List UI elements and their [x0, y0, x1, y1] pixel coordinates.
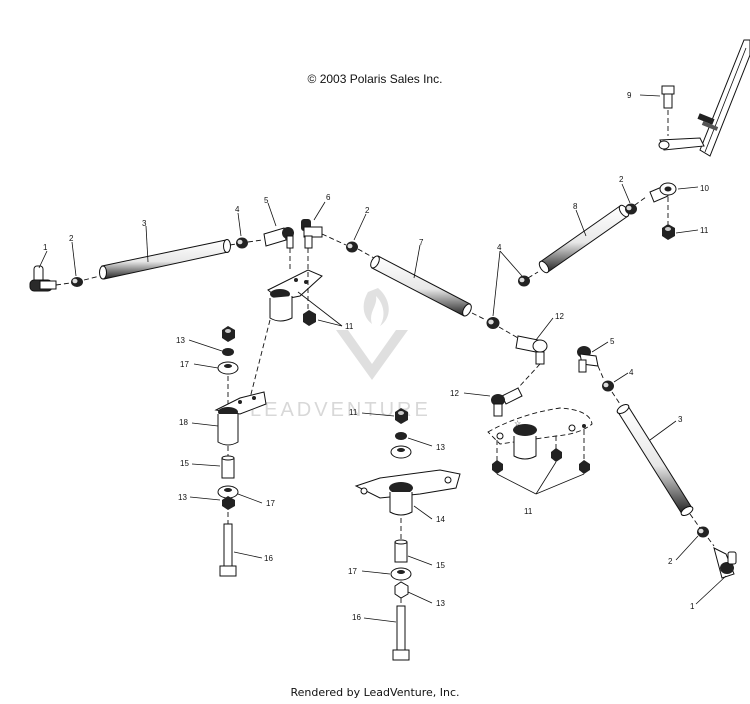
part-bolt-9 [661, 85, 675, 109]
part-bushing-17-upper [217, 361, 239, 375]
callout-13: 13 [178, 493, 187, 502]
part-washer-13-center [395, 432, 407, 440]
part-jam-nut-2d [697, 526, 709, 538]
callout-17: 17 [348, 567, 357, 576]
callout-16: 16 [264, 554, 273, 563]
part-rod-end-12-upper [515, 335, 548, 365]
callout-11: 11 [700, 226, 709, 235]
callout-12: 12 [555, 312, 564, 321]
part-bolt-16-center [392, 605, 410, 661]
part-tie-rod-end-right [713, 547, 737, 579]
callout-11: 11 [524, 507, 533, 516]
callout-3: 3 [678, 415, 683, 424]
part-rod-end-10 [649, 182, 677, 203]
part-center-tie-rod [370, 255, 472, 317]
callout-4: 4 [235, 205, 240, 214]
part-pitman-arm-upper [267, 269, 323, 322]
callout-15: 15 [180, 459, 189, 468]
callout-7: 7 [419, 238, 424, 247]
callout-11: 11 [349, 408, 358, 417]
callout-16: 16 [352, 613, 361, 622]
callout-18: 18 [179, 418, 188, 427]
part-spacer-15-left [221, 455, 235, 479]
part-locknut-13-upper [222, 326, 235, 342]
callout-9: 9 [627, 91, 632, 100]
callout-12: 12 [450, 389, 459, 398]
part-idler-arm-18 [214, 391, 267, 446]
callout-2: 2 [619, 175, 624, 184]
svg-text:☆: ☆ [514, 419, 521, 428]
watermark-logo: LEADVENTURE [250, 288, 431, 421]
callout-8: 8 [573, 202, 578, 211]
part-tie-rod-end-left [29, 265, 57, 292]
part-steering-column [658, 39, 750, 157]
part-washer-13-center-lower [394, 581, 409, 599]
callout-2: 2 [365, 206, 370, 215]
copyright-notice: © 2003 Polaris Sales Inc. [307, 72, 443, 86]
part-tie-rod-end-6 [301, 219, 323, 249]
part-idler-arm-14 [354, 469, 461, 516]
callout-4: 4 [497, 243, 502, 252]
part-rod-end-12-lower [491, 387, 523, 417]
callout-5: 5 [264, 196, 269, 205]
part-jam-nut-4a [236, 237, 248, 249]
part-locknuts-11-right [492, 448, 590, 474]
callout-2: 2 [69, 234, 74, 243]
part-tie-rod-right-upper [538, 204, 630, 274]
callout-14: 14 [436, 515, 445, 524]
part-jam-nut-2c [625, 203, 637, 215]
part-washer-13-lower [222, 496, 235, 510]
part-tie-rod-end-5b [577, 346, 599, 373]
callout-2: 2 [668, 557, 673, 566]
part-bushing-17-center [390, 445, 412, 459]
part-bolt-16-left [219, 523, 237, 577]
callout-3: 3 [142, 219, 147, 228]
part-jam-nut-4c [602, 380, 614, 392]
callout-5: 5 [610, 337, 615, 346]
callout-4: 4 [629, 368, 634, 377]
callout-15: 15 [436, 561, 445, 570]
callout-10: 10 [700, 184, 709, 193]
part-jam-nut-4b [486, 317, 500, 329]
callout-numbers: 1 2 3 4 5 6 2 7 4 8 2 9 10 11 11 12 12 5… [43, 91, 709, 622]
part-idler-plate-dashed: ☆ [487, 407, 593, 460]
part-jam-nut-left [71, 277, 83, 287]
footer-credit: Rendered by LeadVenture, Inc. [290, 686, 460, 699]
part-bushing-17-center-lower [390, 567, 412, 581]
part-jam-nut-4-right [518, 275, 530, 287]
leader-lines [38, 94, 727, 623]
callout-13: 13 [436, 443, 445, 452]
part-washer-13 [222, 348, 234, 356]
part-tie-rod-left [99, 239, 231, 280]
callout-17: 17 [266, 499, 275, 508]
part-locknut-11-center [395, 408, 408, 424]
callout-13: 13 [436, 599, 445, 608]
callout-13: 13 [176, 336, 185, 345]
callout-1: 1 [690, 602, 695, 611]
part-locknut-11-right [662, 224, 675, 240]
part-jam-nut-2b [346, 241, 358, 253]
part-locknut-11-left [303, 310, 316, 326]
callout-6: 6 [326, 193, 331, 202]
callout-11: 11 [345, 322, 354, 331]
part-tie-rod-right-lower [616, 403, 694, 517]
part-spacer-15-center [394, 539, 408, 563]
callout-1: 1 [43, 243, 48, 252]
part-tie-rod-end-5a [263, 227, 294, 249]
watermark-text: LEADVENTURE [250, 399, 431, 421]
callout-17: 17 [180, 360, 189, 369]
